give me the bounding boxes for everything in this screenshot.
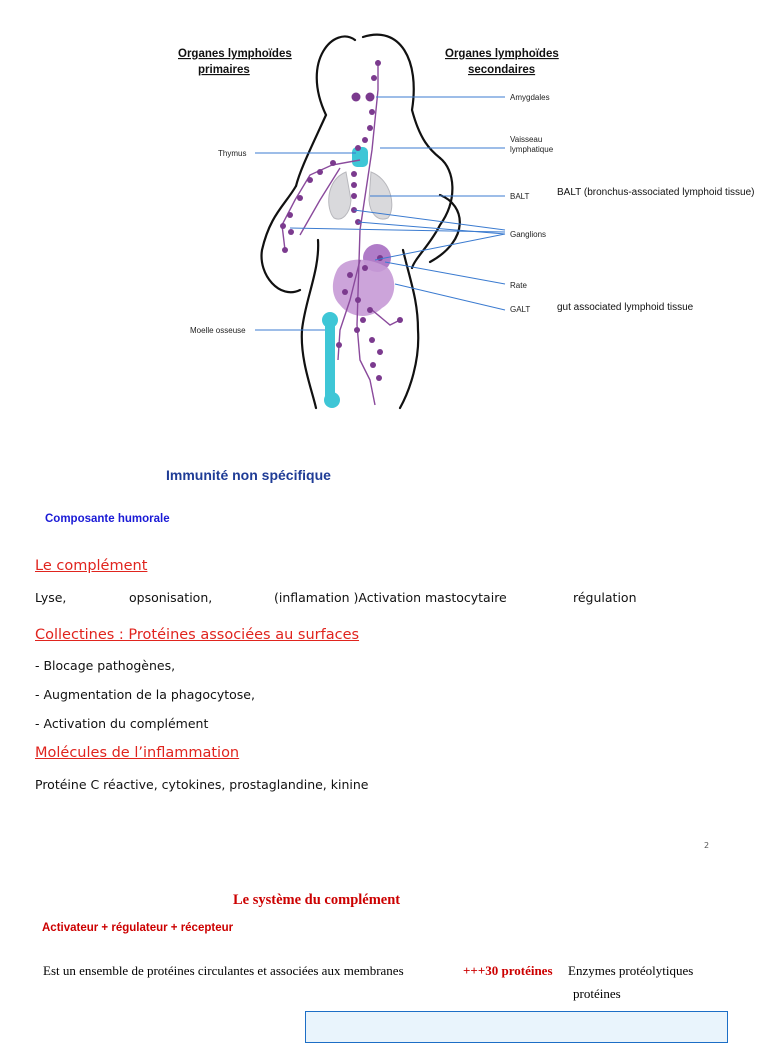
page2-line-main: Est un ensemble de protéines circulantes…	[43, 963, 404, 979]
complement-item-lyse: Lyse,	[35, 590, 66, 605]
label-amygdales: Amygdales	[510, 93, 550, 102]
info-box	[305, 1011, 728, 1043]
heading-primary-line1: Organes lymphoïdes	[178, 48, 292, 60]
label-galt-full: gut associated lymphoid tissue	[557, 302, 694, 313]
page2-line-next: protéines	[573, 986, 621, 1002]
heading-primary-line2: primaires	[198, 64, 250, 76]
label-moelle: Moelle osseuse	[190, 326, 246, 335]
complement-item-regulation: régulation	[573, 590, 637, 605]
page2-subtitle: Activateur + régulateur + récepteur	[42, 922, 233, 934]
collectines-item: - Blocage pathogènes,	[35, 658, 175, 673]
page-number: 2	[704, 841, 709, 850]
heading-secondary-line2: secondaires	[468, 64, 535, 76]
label-thymus: Thymus	[218, 149, 246, 158]
femur-bone	[322, 312, 340, 408]
complement-item-opsonisation: opsonisation,	[129, 590, 212, 605]
label-vaisseau-line1: Vaisseau	[510, 135, 542, 144]
heading-secondary-line1: Organes lymphoïdes	[445, 48, 559, 60]
inflammation-title: Molécules de l’inflammation	[35, 745, 239, 761]
section-title: Immunité non spécifique	[166, 467, 331, 483]
spleen-gut	[333, 244, 394, 316]
collectines-item: - Augmentation de la phagocytose,	[35, 687, 255, 702]
complement-item-activation: (inflamation )Activation mastocytaire	[274, 590, 507, 605]
label-galt: GALT	[510, 305, 530, 314]
label-ganglions: Ganglions	[510, 230, 546, 239]
section-subtitle: Composante humorale	[45, 513, 170, 525]
label-rate: Rate	[510, 281, 527, 290]
complement-title: Le complément	[35, 558, 147, 574]
label-vaisseau-line2: lymphatique	[510, 145, 554, 154]
collectines-title: Collectines : Protéines associées au sur…	[35, 627, 359, 643]
page2-line-tail: Enzymes protéolytiques	[568, 963, 693, 979]
collectines-item: - Activation du complément	[35, 716, 208, 731]
page2-line-highlight: +++30 protéines	[463, 963, 553, 979]
inflammation-text: Protéine C réactive, cytokines, prostagl…	[35, 777, 368, 792]
label-balt-full: BALT (bronchus-associated lymphoid tissu…	[557, 187, 755, 198]
lymph-nodes	[280, 60, 403, 381]
label-balt: BALT	[510, 192, 530, 201]
lymphoid-organs-diagram: Organes lymphoïdes primaires Organes lym…	[0, 0, 768, 410]
page2-title: Le système du complément	[233, 892, 400, 909]
